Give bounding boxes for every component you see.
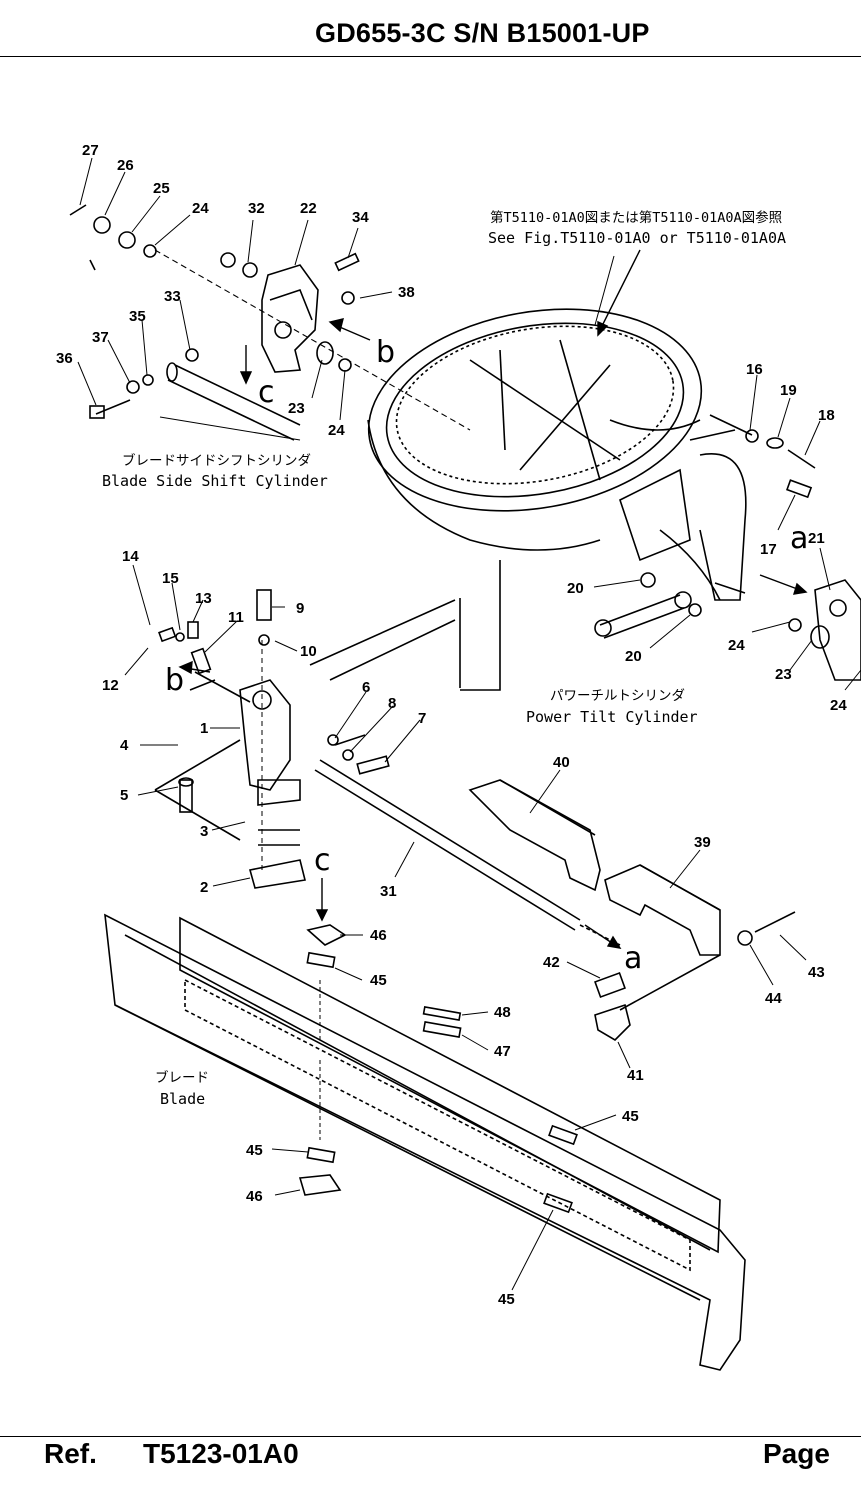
- view-marker-c-upper: c: [258, 375, 275, 410]
- callout-45: 45: [246, 1142, 263, 1159]
- view-arrows: [178, 249, 808, 949]
- callout-1: 1: [200, 720, 208, 737]
- blade-label-en: Blade: [160, 1090, 205, 1108]
- callout-39: 39: [694, 834, 711, 851]
- callout-45: 45: [622, 1108, 639, 1125]
- page-title: GD655-3C S/N B15001-UP: [315, 18, 650, 48]
- view-marker-a-right: a: [790, 521, 808, 556]
- callout-43: 43: [808, 964, 825, 981]
- linework: [69, 157, 861, 1371]
- callout-41: 41: [627, 1067, 644, 1084]
- callout-46: 46: [370, 927, 387, 944]
- header-rule: [0, 56, 861, 57]
- callout-24: 24: [830, 697, 847, 714]
- callout-7: 7: [418, 710, 426, 727]
- callout-47: 47: [494, 1043, 511, 1060]
- callout-27: 27: [82, 142, 99, 159]
- cover-39: [604, 864, 796, 1011]
- bracket-22: [261, 264, 319, 373]
- page-label: Page: [763, 1438, 830, 1469]
- callout-21: 21: [808, 530, 825, 547]
- ref-code: T5123-01A0: [143, 1438, 299, 1469]
- callout-15: 15: [162, 570, 179, 587]
- leader-lines: [77, 157, 861, 1291]
- callout-46: 46: [246, 1188, 263, 1205]
- callout-20: 20: [625, 648, 642, 665]
- callout-23: 23: [288, 400, 305, 417]
- callout-26: 26: [117, 157, 134, 174]
- callout-44: 44: [765, 990, 782, 1007]
- cover-40: [468, 779, 601, 892]
- callout-5: 5: [120, 787, 128, 804]
- right-hardware: [709, 414, 816, 594]
- callout-14: 14: [122, 548, 139, 565]
- callout-45: 45: [370, 972, 387, 989]
- callout-4: 4: [120, 737, 129, 754]
- reference-note-jp: 第T5110-01A0図または第T5110-01A0A図参照: [490, 209, 782, 226]
- link-rod-31: [314, 759, 621, 946]
- callout-17: 17: [760, 541, 777, 558]
- view-marker-c-lower: c: [314, 843, 331, 878]
- callout-34: 34: [352, 209, 369, 226]
- parts-diagram: b c a b c a 第T5110-01A0図または第T5110-01A0A図…: [56, 142, 861, 1371]
- callout-42: 42: [543, 954, 560, 971]
- circle-frame: [367, 308, 747, 601]
- callout-33: 33: [164, 288, 181, 305]
- view-marker-b-lower: b: [165, 663, 184, 698]
- callout-23: 23: [775, 666, 792, 683]
- callout-32: 32: [248, 200, 265, 217]
- callout-6: 6: [362, 679, 370, 696]
- callout-45: 45: [498, 1291, 515, 1308]
- callout-37: 37: [92, 329, 109, 346]
- reference-note-en: See Fig.T5110-01A0 or T5110-01A0A: [488, 229, 786, 247]
- callout-22: 22: [300, 200, 317, 217]
- callout-11: 11: [228, 609, 244, 626]
- view-marker-a-lower: a: [624, 941, 642, 976]
- bracket-41: [594, 972, 631, 1042]
- power-tilt-cylinder: [309, 560, 702, 691]
- callout-48: 48: [494, 1004, 511, 1021]
- footer-rule: [0, 1436, 861, 1437]
- side-shift-label-jp: ブレードサイドシフトシリンダ: [122, 452, 311, 469]
- callout-18: 18: [818, 407, 835, 424]
- callout-38: 38: [398, 284, 415, 301]
- power-tilt-label-en: Power Tilt Cylinder: [526, 708, 698, 726]
- liners: [298, 924, 578, 1214]
- callout-9: 9: [296, 600, 304, 617]
- callout-numbers: 27 26 25 24 32 22 34 38 33 35 37 36 23 2…: [56, 142, 847, 1308]
- callout-24: 24: [328, 422, 345, 439]
- bracket-1: [154, 589, 390, 889]
- callout-10: 10: [300, 643, 317, 660]
- bracket-21: [788, 579, 861, 681]
- callout-16: 16: [746, 361, 763, 378]
- blade: [104, 913, 746, 1371]
- side-shift-label-en: Blade Side Shift Cylinder: [102, 472, 328, 490]
- callout-24: 24: [728, 637, 745, 654]
- blade-label-jp: ブレード: [155, 1069, 209, 1086]
- view-marker-b-upper: b: [376, 335, 395, 370]
- callout-19: 19: [780, 382, 797, 399]
- side-shift-cylinder: [154, 249, 471, 441]
- callout-3: 3: [200, 823, 208, 840]
- ref-label: Ref.: [44, 1438, 97, 1469]
- callout-8: 8: [388, 695, 396, 712]
- callout-31: 31: [380, 883, 397, 900]
- callout-35: 35: [129, 308, 146, 325]
- callout-12: 12: [102, 677, 119, 694]
- callout-20: 20: [567, 580, 584, 597]
- callout-2: 2: [200, 879, 208, 896]
- callout-40: 40: [553, 754, 570, 771]
- callout-36: 36: [56, 350, 73, 367]
- callout-24: 24: [192, 200, 209, 217]
- power-tilt-label-jp: パワーチルトシリンダ: [550, 688, 685, 704]
- callout-13: 13: [195, 590, 212, 607]
- callout-25: 25: [153, 180, 170, 197]
